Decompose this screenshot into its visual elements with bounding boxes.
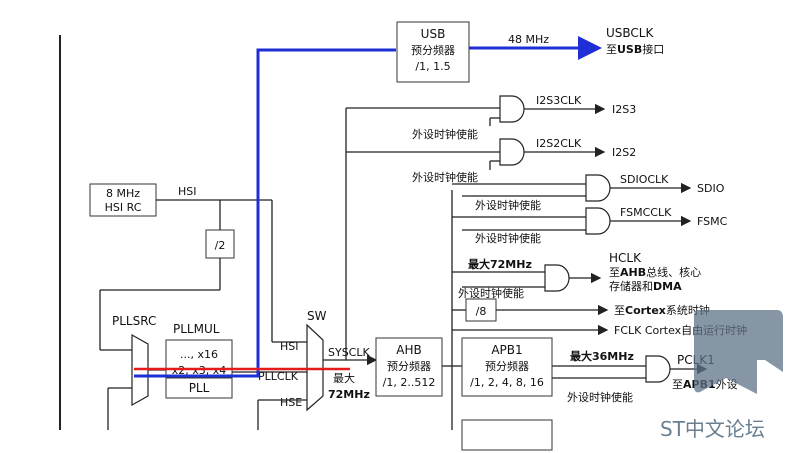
sdio-enable-label: 外设时钟使能 — [475, 198, 541, 212]
usb-prescaler: USB 预分频器 /1, 1.5 — [396, 21, 470, 83]
hsi-rc-line1: 8 MHz — [106, 187, 140, 200]
hclk-dest-line2: 存储器和DMA — [609, 279, 682, 293]
i2s3-dest: I2S3 — [612, 103, 636, 116]
fsmcclk-label: FSMCCLK — [620, 206, 672, 219]
watermark-text: ST中文论坛 — [660, 417, 765, 441]
sw-in-pllclk: PLLCLK — [258, 370, 299, 383]
ahb-prescaler — [375, 337, 443, 397]
div8-label: /8 — [476, 305, 487, 318]
blue-usb-path — [134, 48, 396, 378]
fsmc-dest: FSMC — [697, 215, 728, 228]
sw-mux — [306, 323, 324, 412]
ahb-title: AHB — [396, 343, 421, 357]
i2s2-enable-label: 外设时钟使能 — [412, 170, 478, 184]
div2-label: /2 — [215, 239, 226, 252]
hclk-dest-line1: 至AHB总线、核心 — [609, 265, 701, 279]
apb1-line2: /1, 2, 4, 8, 16 — [470, 376, 544, 389]
ahb-line2: /1, 2..512 — [383, 376, 436, 389]
apb1-title: APB1 — [491, 343, 522, 357]
apb1-max-label: 最大36MHz — [570, 349, 634, 363]
pllmul-values2: x2, x3, x4 — [172, 364, 227, 377]
i2s3-enable-label: 外设时钟使能 — [412, 127, 478, 141]
usb-freq: 48 MHz — [508, 33, 549, 46]
usb-title: USB — [421, 27, 446, 41]
i2s2clk-label: I2S2CLK — [536, 137, 582, 150]
ahb-line1: 预分频器 — [387, 359, 431, 373]
apb1-and-gate — [645, 355, 671, 383]
hclk-max-label: 最大72MHz — [468, 257, 532, 271]
hsi-rc-box — [89, 183, 157, 217]
pllmul-values: ..., x16 — [180, 348, 218, 361]
sw-in-hsi: HSI — [280, 340, 299, 353]
watermark-bubble-icon — [694, 310, 783, 394]
pll-name: PLL — [189, 381, 210, 395]
hclk-name: HCLK — [609, 251, 642, 265]
fsmc-enable-label: 外设时钟使能 — [475, 231, 541, 245]
apb1-line1: 预分频器 — [485, 359, 529, 373]
sw-label: SW — [307, 309, 327, 323]
cortex-dest: 至Cortex系统时钟 — [614, 303, 710, 317]
div2-box — [205, 229, 235, 259]
sw-in-hse: HSE — [280, 396, 302, 409]
sdio-dest: SDIO — [697, 182, 725, 195]
i2s2-and-gate — [499, 138, 525, 166]
i2s3clk-label: I2S3CLK — [536, 94, 582, 107]
usb-line2: /1, 1.5 — [415, 60, 450, 73]
apb1-enable-label: 外设时钟使能 — [567, 390, 633, 404]
usbclk-label: USBCLK — [606, 26, 654, 40]
sysclk-label: SYSCLK — [328, 346, 370, 359]
hsi-wire-label: HSI — [178, 185, 197, 198]
usb-line1: 预分频器 — [411, 43, 455, 57]
i2s3-and-gate — [499, 95, 525, 123]
sysclk-max-line2: 72MHz — [328, 388, 370, 401]
sdio-and-gate — [585, 174, 611, 202]
hclk-and-gate — [544, 264, 570, 292]
pllsrc-label: PLLSRC — [112, 314, 156, 328]
sysclk-max-line1: 最大 — [333, 371, 355, 385]
apb2-prescaler-partial — [461, 419, 553, 451]
hclk-enable-label: 外设时钟使能 — [458, 286, 524, 300]
usb-dest: 至USB接口 — [606, 43, 664, 56]
fsmc-and-gate — [585, 207, 611, 235]
pllmul-label: PLLMUL — [173, 322, 220, 336]
watermark: ST中文论坛 — [660, 310, 783, 441]
apb1-prescaler — [461, 337, 553, 397]
i2s2-dest: I2S2 — [612, 146, 636, 159]
sdioclk-label: SDIOCLK — [620, 173, 669, 186]
hsi-rc-line2: HSI RC — [105, 201, 142, 214]
